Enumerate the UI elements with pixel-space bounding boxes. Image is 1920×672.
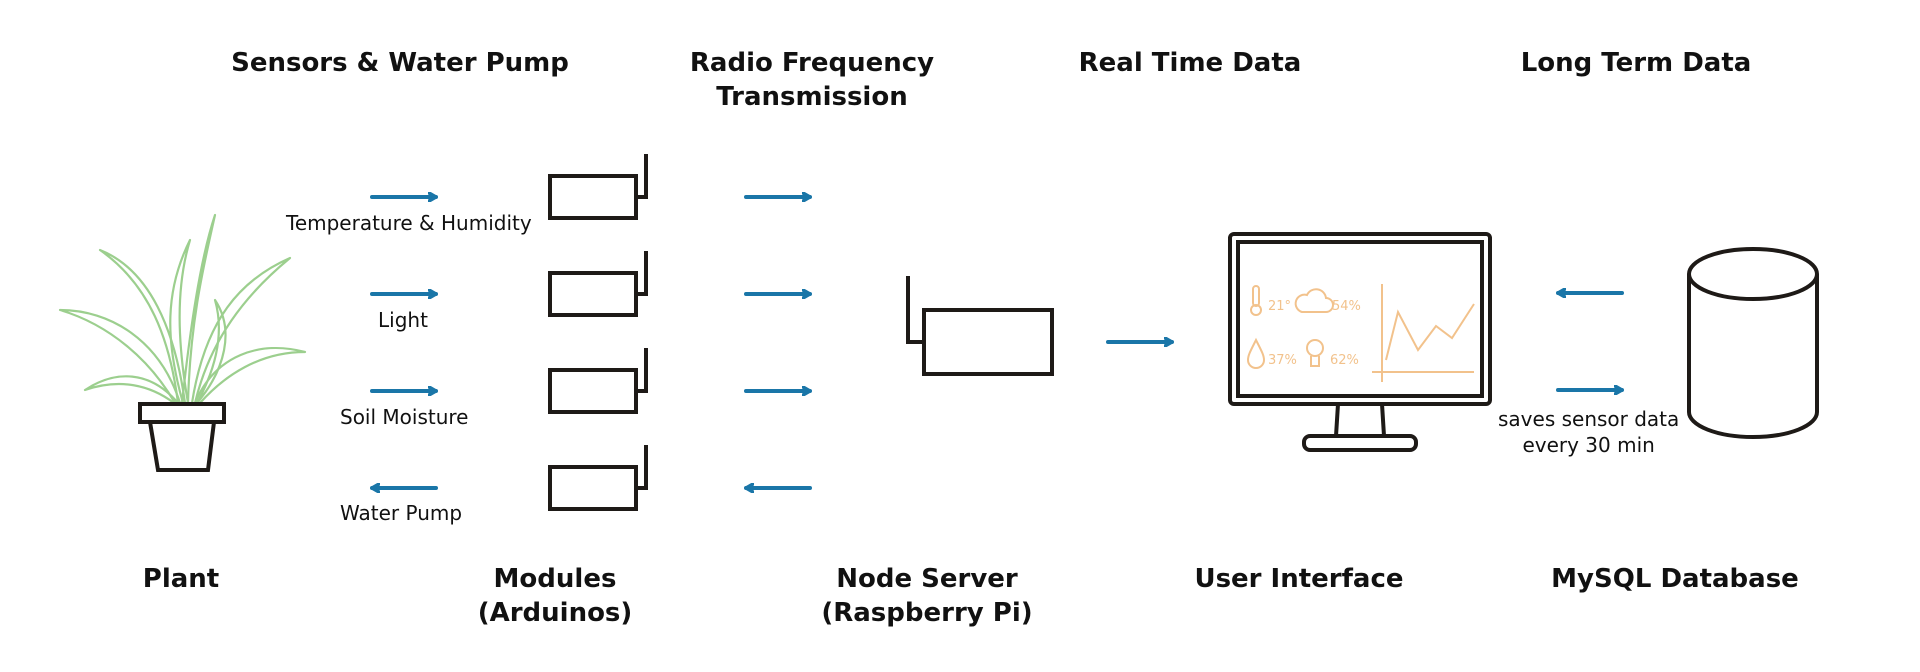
label-temperature-humidity-text: Temperature & Humidity (286, 211, 532, 235)
screen-cloud-value: 54% (1332, 299, 1361, 314)
footer-node-server: Node Server (Raspberry Pi) (821, 562, 1032, 630)
label-light-text: Light (378, 308, 428, 332)
label-temperature-humidity: Temperature & Humidity (286, 210, 532, 236)
header-longterm: Long Term Data (1521, 46, 1752, 80)
screen-drop-value: 37% (1268, 353, 1297, 368)
footer-modules-line1: Modules (493, 564, 617, 594)
header-rf-line1: Radio Frequency (689, 48, 935, 78)
plant-icon (58, 213, 307, 405)
db-save-note: saves sensor data every 30 min (1498, 406, 1679, 458)
header-rf-line2: Transmission (716, 82, 908, 112)
footer-user-interface: User Interface (1194, 562, 1403, 596)
drop-icon (1246, 337, 1266, 369)
plant-pot-icon (138, 402, 226, 472)
arduino-module-4-icon (548, 445, 648, 511)
label-light: Light (378, 307, 428, 333)
bulb-icon (1306, 339, 1324, 367)
db-save-note-line1: saves sensor data (1498, 407, 1680, 431)
label-soil-moisture: Soil Moisture (340, 404, 468, 430)
header-sensors: Sensors & Water Pump (231, 46, 569, 80)
header-rf: Radio Frequency Transmission (690, 46, 934, 114)
footer-plant: Plant (143, 562, 219, 596)
label-water-pump-text: Water Pump (340, 501, 463, 525)
arduino-module-1-icon (548, 154, 648, 220)
label-water-pump: Water Pump (340, 500, 462, 526)
db-save-note-line2: every 30 min (1522, 433, 1655, 457)
arduino-module-2-icon (548, 251, 648, 317)
label-soil-moisture-text: Soil Moisture (340, 405, 469, 429)
footer-plant-text: Plant (142, 564, 220, 594)
screen-bulb-value: 62% (1330, 353, 1359, 368)
footer-modules: Modules (Arduinos) (478, 562, 633, 630)
header-sensors-text: Sensors & Water Pump (231, 48, 569, 78)
cloud-icon (1294, 288, 1334, 313)
raspberry-pi-icon (906, 276, 1054, 376)
screen-temp-value: 21° (1268, 299, 1291, 314)
database-icon (1687, 247, 1819, 439)
thermometer-icon (1250, 285, 1262, 316)
header-realtime-text: Real Time Data (1078, 48, 1302, 78)
line-graph (1372, 284, 1475, 382)
header-realtime: Real Time Data (1079, 46, 1302, 80)
footer-modules-line2: (Arduinos) (477, 598, 633, 628)
screen-content (1246, 284, 1475, 382)
footer-node-line2: (Raspberry Pi) (821, 598, 1033, 628)
monitor-icon (1228, 232, 1492, 452)
arduino-module-3-icon (548, 348, 648, 414)
footer-ui-text: User Interface (1194, 564, 1404, 594)
header-longterm-text: Long Term Data (1520, 48, 1752, 78)
footer-node-line1: Node Server (836, 564, 1018, 594)
footer-mysql-database: MySQL Database (1551, 562, 1799, 596)
footer-db-text: MySQL Database (1551, 564, 1799, 594)
